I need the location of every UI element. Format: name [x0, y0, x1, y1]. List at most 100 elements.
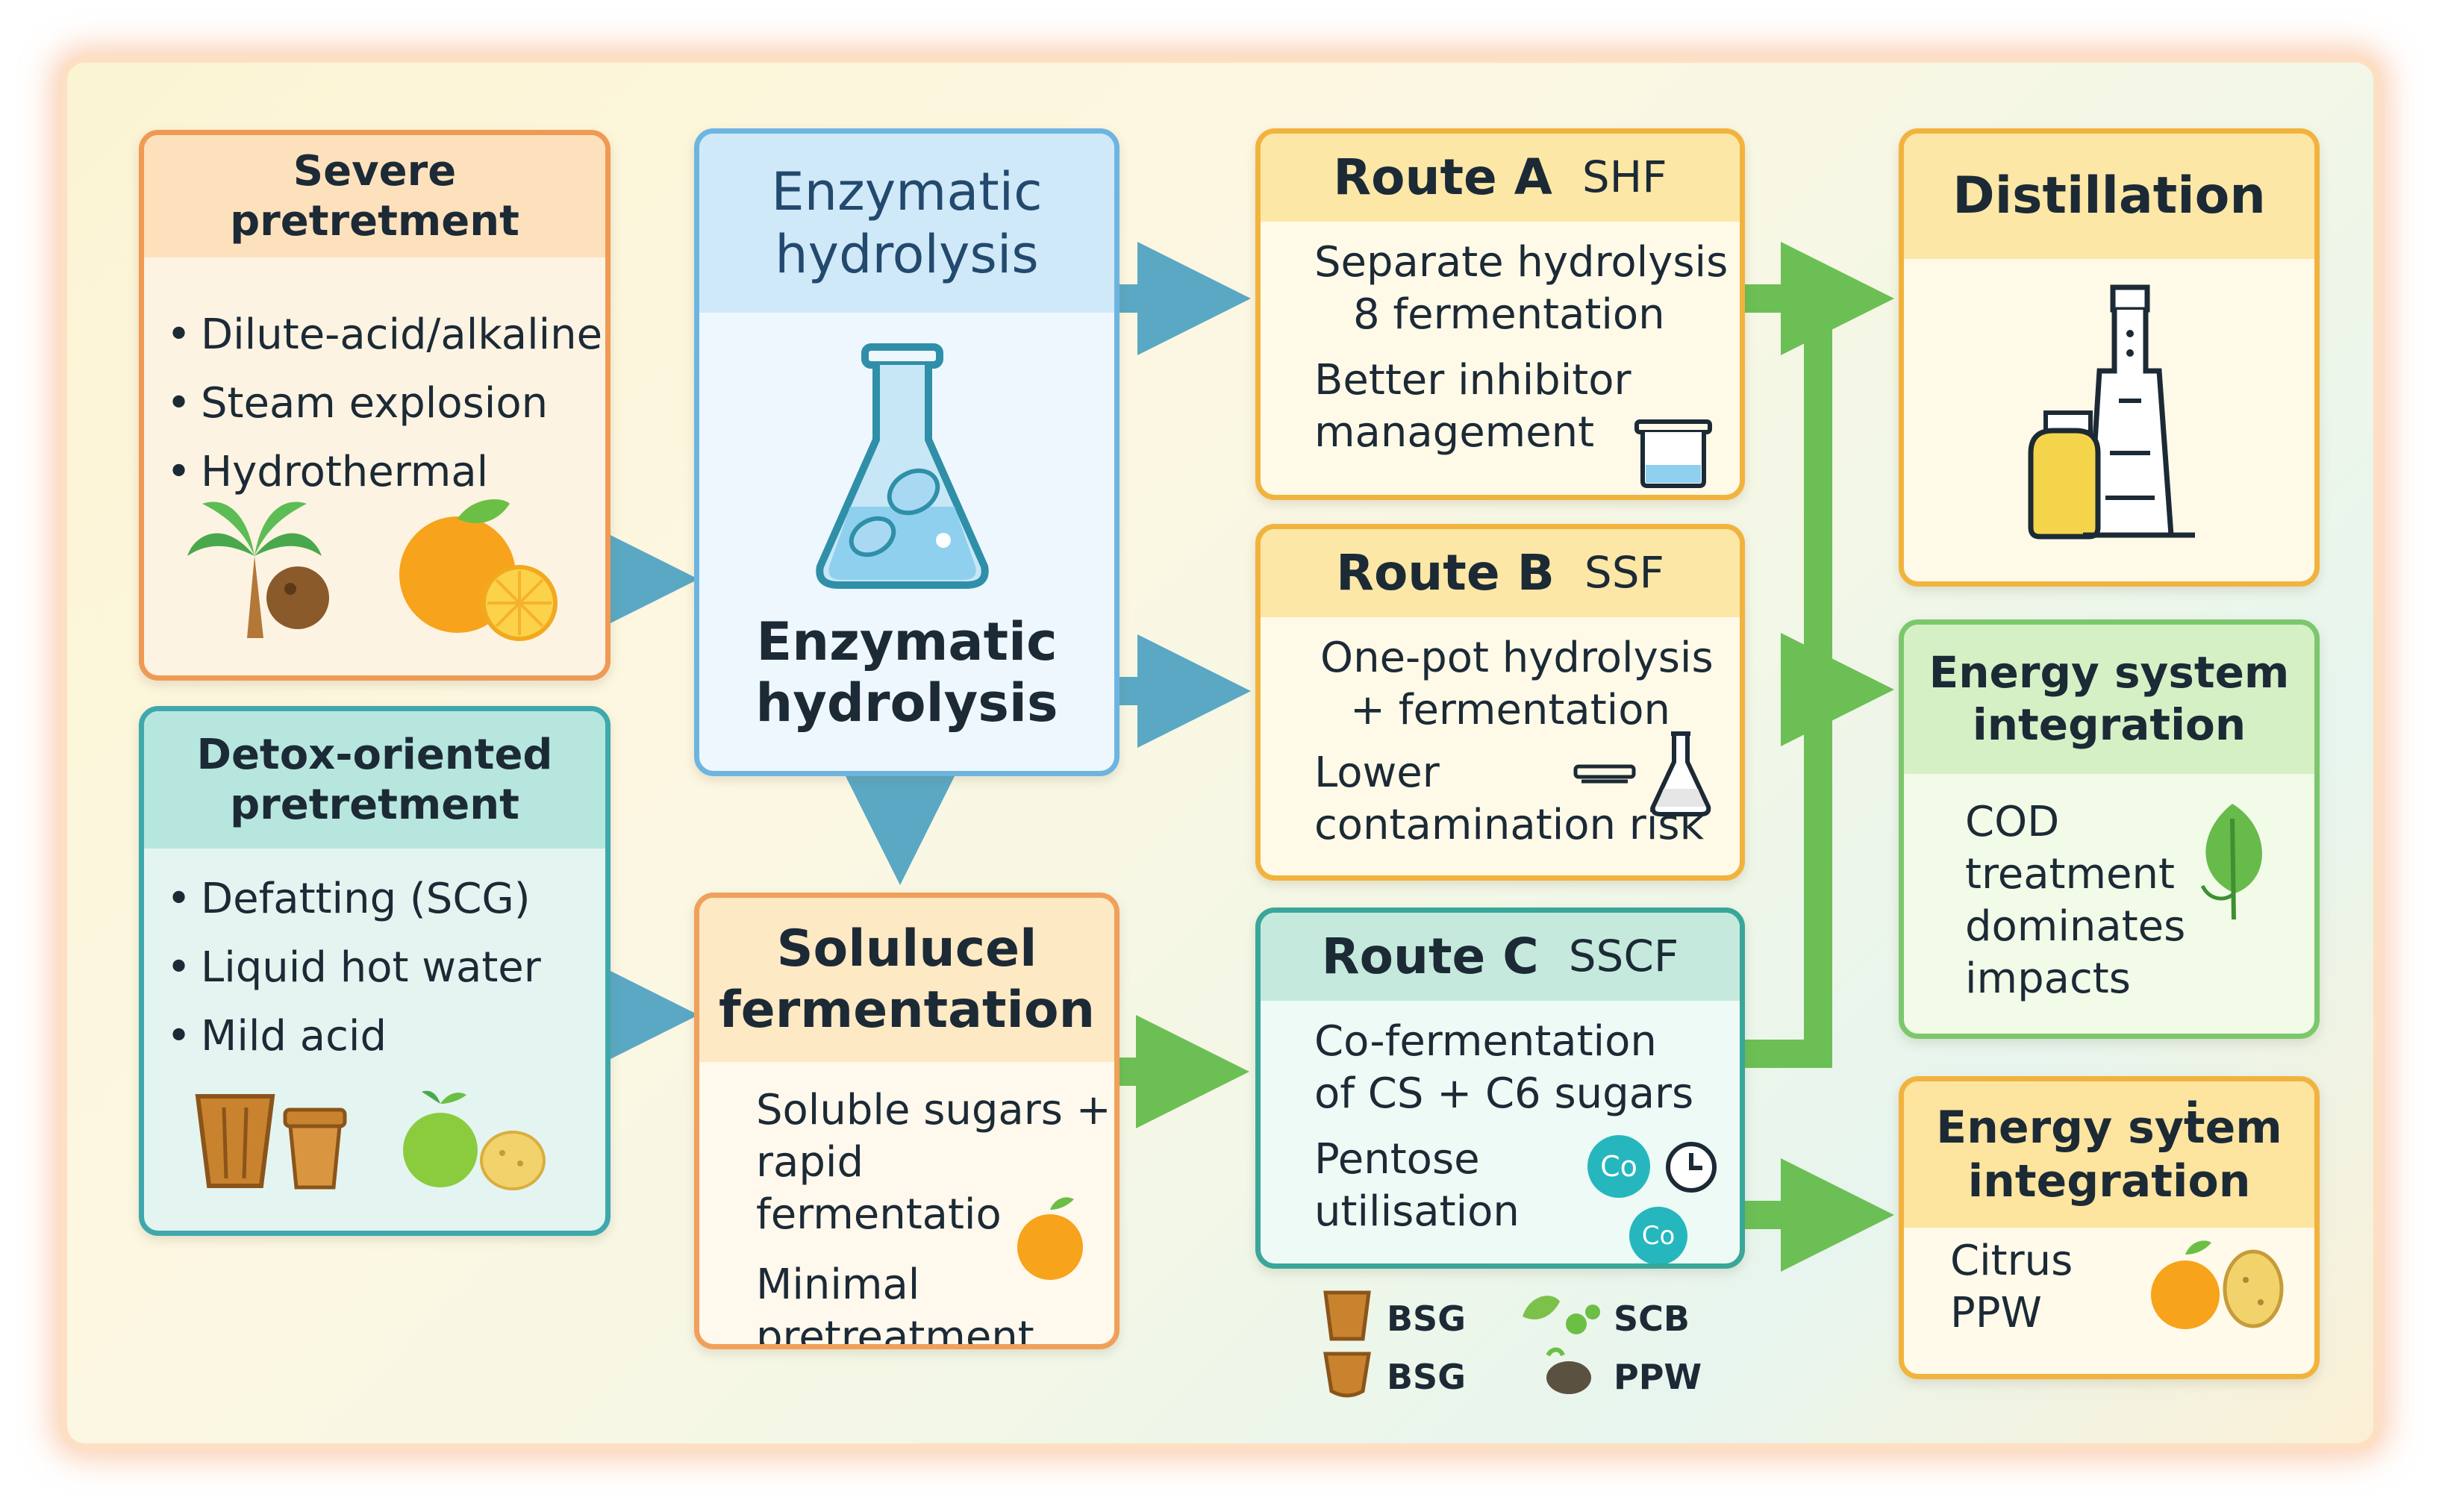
enzymatic-caption-line1: Enzymatic — [756, 611, 1058, 672]
route-c-header: Route C SSCF — [1261, 913, 1740, 1001]
beaker-icon — [1634, 419, 1712, 488]
distillation-column-icon — [2028, 284, 2195, 540]
route-c-name: Route C — [1321, 928, 1539, 986]
energy-system-title-2: Energy syṫem integration — [1904, 1081, 2314, 1228]
enzymatic-caption-line2: hydrolysis — [755, 672, 1058, 734]
potato-icon — [2223, 1249, 2284, 1328]
solulucel-line3: Minimal — [756, 1260, 920, 1309]
detox-title-line1: Detox-oriented — [196, 730, 553, 779]
route-c-code: SSCF — [1568, 931, 1679, 982]
route-c-line3: Pentose — [1314, 1135, 1480, 1184]
route-a-card: Route A SHF Separate hydrolysis 8 fermen… — [1255, 128, 1745, 500]
solulucel-line4: pretreatment — [756, 1313, 1034, 1349]
list-item: Hydrothermal — [166, 438, 605, 507]
solulucel-title-line1: Solulucel — [776, 919, 1037, 979]
potato-peel-icon — [1546, 1347, 1591, 1394]
legend-label-ppw: PPW — [1614, 1357, 1702, 1397]
orange-icon — [2151, 1240, 2220, 1329]
flask-icon — [1650, 731, 1711, 816]
severe-pretreatment-list: Dilute-acid/alkaline Steam explosion Hyd… — [166, 301, 605, 507]
solulucel-fermentation-card: Solulucel fermentation Soluble sugars + … — [694, 893, 1120, 1349]
list-item: Steam explosion — [166, 369, 605, 438]
energy1-line2: treatment — [1965, 850, 2175, 899]
energy2-line2: PPW — [1950, 1289, 2042, 1337]
co-badge-label: Co — [1641, 1221, 1676, 1251]
solulucel-line1: Soluble sugars + — [756, 1086, 1111, 1134]
co-badge-icon: Co — [1587, 1135, 1650, 1198]
route-b-card: Route B SSF One-pot hydrolysis + ferment… — [1255, 524, 1745, 881]
orange-icon — [1017, 1197, 1083, 1280]
route-b-header: Route B SSF — [1261, 529, 1740, 617]
list-item: Dilute-acid/alkaline — [166, 301, 605, 369]
enzymatic-hydrolysis-card: Enzymatic hydrolysis Enzymatic hydrolysi… — [694, 128, 1120, 776]
list-item: Mild acid — [166, 1002, 605, 1071]
route-b-line2: + fermentation — [1350, 686, 1670, 734]
route-b-line1: One-pot hydrolysis — [1320, 634, 1714, 682]
severe-pretreatment-title: Severe pretretment — [144, 135, 605, 257]
coconut-icon — [266, 566, 329, 629]
energy2-title-line1: Energy syṫem — [1936, 1102, 2282, 1154]
detox-title-line2: pretretment — [230, 781, 519, 829]
route-c-card: Route C SSCF Co-fermentation of CS + C6 … — [1255, 907, 1745, 1269]
route-a-header: Route A SHF — [1261, 134, 1740, 222]
bsg-icon — [1323, 1290, 1371, 1341]
route-a-line4: management — [1314, 408, 1595, 457]
list-item: Liquid hot water — [166, 934, 605, 1002]
route-c-line4: utilisation — [1314, 1187, 1520, 1236]
legend-label-bsg: BSG — [1387, 1299, 1466, 1339]
route-b-line3: Lower — [1314, 749, 1440, 797]
energy2-title-line2: integration — [1967, 1155, 2251, 1208]
enzymatic-title-line1: Enzymatic — [771, 161, 1043, 222]
energy1-line4: impacts — [1965, 955, 2131, 1003]
distillation-card: Distillation — [1899, 128, 2320, 587]
clock-icon — [1666, 1142, 1717, 1193]
energy1-line1: COD — [1965, 798, 2060, 846]
route-a-line3: Better inhibitor — [1314, 356, 1631, 404]
sugarcane-leaf-icon — [1523, 1296, 1600, 1334]
pipette-icon — [1573, 764, 1636, 784]
flask-icon — [816, 343, 989, 589]
route-a-code: SHF — [1581, 151, 1667, 203]
list-item: Defatting (SCG) — [166, 865, 605, 934]
route-a-name: Route A — [1333, 149, 1552, 207]
co-badge-label: Co — [1600, 1150, 1637, 1183]
co-badge-icon: Co — [1629, 1207, 1687, 1263]
enzymatic-hydrolysis-title: Enzymatic hydrolysis — [699, 134, 1114, 313]
detox-pretreatment-title: Detox-oriented pretretment — [144, 711, 605, 849]
energy-system-integration-card-1: Energy system integration COD treatment … — [1899, 619, 2320, 1039]
energy-system-title-1: Energy system integration — [1904, 625, 2314, 774]
energy2-line1: Citrus — [1950, 1237, 2073, 1285]
detox-pretreatment-list: Defatting (SCG) Liquid hot water Mild ac… — [166, 865, 605, 1071]
green-apple-icon — [403, 1090, 478, 1187]
legend-label-scb: SCB — [1614, 1299, 1690, 1339]
cup-icon — [283, 1108, 347, 1190]
solulucel-fermentation-title: Solulucel fermentation — [699, 898, 1114, 1062]
severe-pretreatment-card: Severe pretretment Dilute-acid/alkaline … — [139, 130, 611, 681]
route-c-line1: Co-fermentation — [1314, 1017, 1657, 1066]
lemon-slice-icon — [481, 565, 558, 641]
route-b-line4: contamination risk — [1314, 801, 1704, 849]
energy1-line3: dominates — [1965, 902, 2186, 951]
route-b-name: Route B — [1336, 544, 1555, 602]
distillation-title: Distillation — [1904, 134, 2314, 259]
energy1-title-line1: Energy system — [1929, 647, 2290, 699]
detox-pretreatment-card: Detox-oriented pretretment Defatting (SC… — [139, 706, 611, 1236]
route-a-line2: 8 fermentation — [1353, 290, 1665, 339]
route-b-code: SSF — [1584, 547, 1664, 599]
enzymatic-title-line2: hydrolysis — [775, 224, 1039, 285]
bsg-icon — [1323, 1352, 1371, 1398]
palm-tree-icon — [187, 502, 322, 638]
route-c-line2: of CS + C6 sugars — [1314, 1069, 1694, 1118]
solulucel-line2: rapid fermentatio — [756, 1138, 1002, 1239]
solulucel-title-line2: fermentation — [719, 981, 1095, 1040]
enzymatic-caption: Enzymatic hydrolysis — [699, 611, 1114, 734]
coffee-ground-icon — [195, 1094, 275, 1188]
arrow-route-c-collector — [1734, 299, 1832, 1068]
leaf-icon — [2200, 804, 2262, 920]
energy-system-integration-card-2: Energy syṫem integration Citrus PPW — [1899, 1076, 2320, 1379]
potato-icon — [480, 1131, 546, 1190]
legend-label-bsg: BSG — [1387, 1357, 1466, 1397]
route-a-line1: Separate hydrolysis — [1314, 238, 1729, 287]
energy1-title-line2: integration — [1972, 699, 2246, 750]
